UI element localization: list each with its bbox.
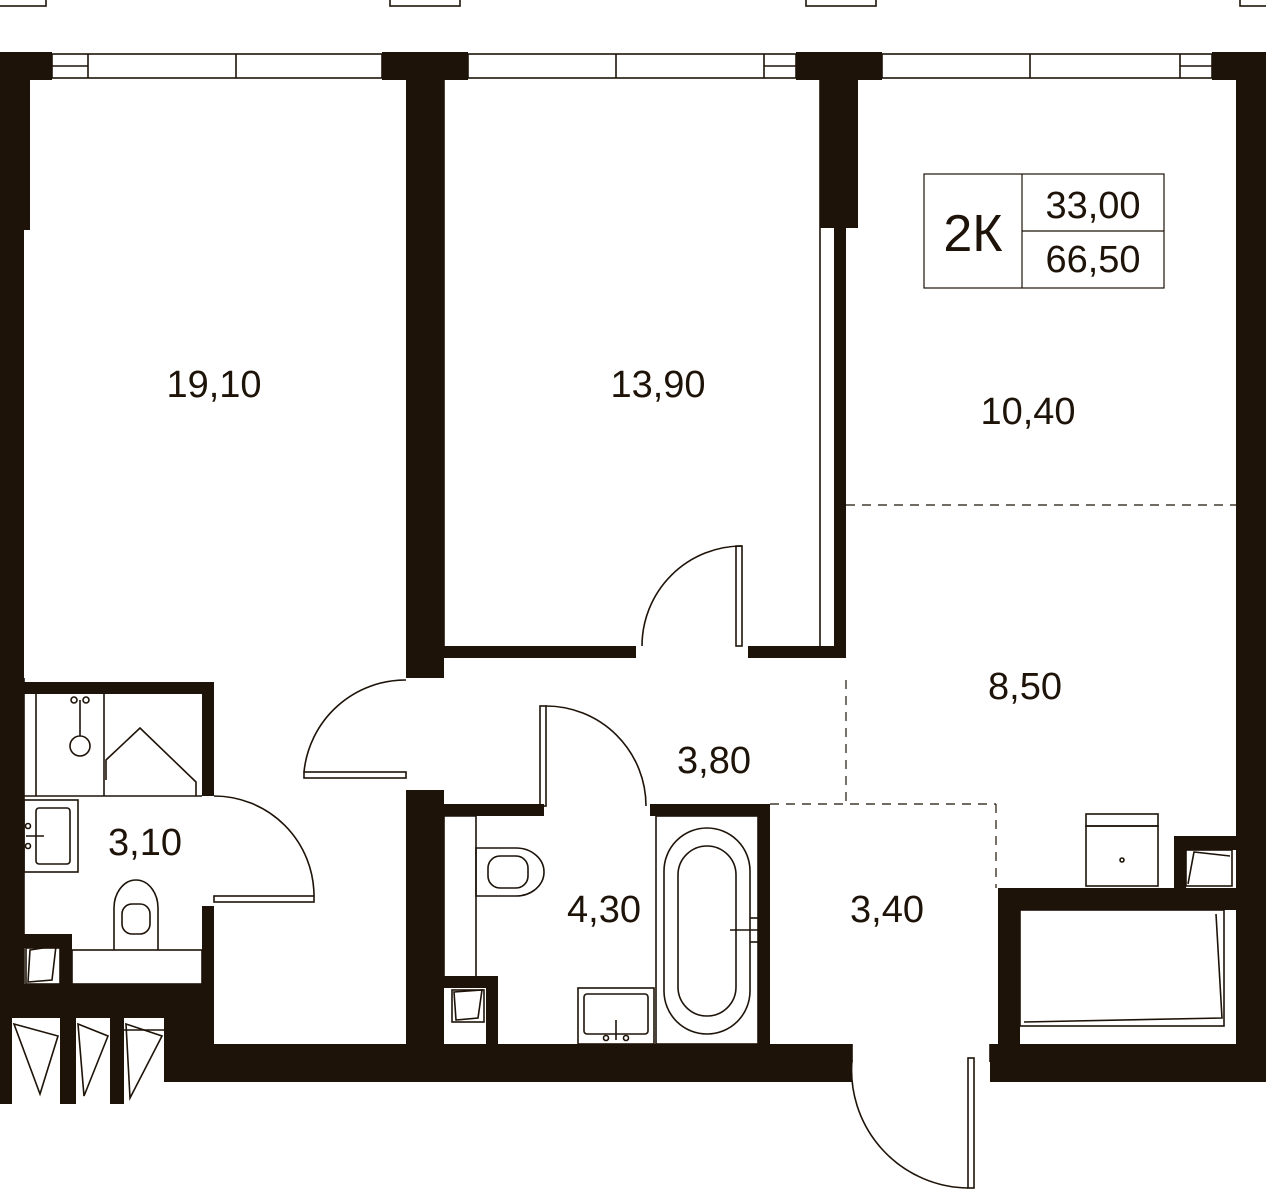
shower-cabin-icon [35,694,197,796]
room-area-hall: 3,80 [677,740,751,782]
apartment-type: 2К [943,205,1002,263]
room-area-entrance: 3,40 [850,889,924,931]
apartment-badge: 2К 33,00 66,50 [923,173,1165,289]
windows [0,0,1266,79]
bathtub-icon [655,815,759,1045]
walls [0,52,1266,1104]
balcony-icon [12,1022,164,1101]
zone-dividers [770,504,1236,888]
doors [213,545,991,1189]
room-area-bedroom-left: 19,10 [166,364,261,406]
total-area-value: 66,50 [1045,239,1140,281]
room-area-kitchen: 8,50 [988,666,1062,708]
room-area-bedroom-middle: 13,90 [610,364,705,406]
toilet-icon [475,847,545,897]
room-labels: 19,10 13,90 10,40 8,50 3,80 3,10 4,30 3,… [108,364,1076,931]
sink-icon [577,987,655,1045]
room-area-shower-room: 3,10 [108,822,182,864]
toilet-icon [71,879,203,985]
sink-icon [23,799,79,873]
room-area-living-room: 10,40 [980,391,1075,433]
appliance-icon [1085,813,1159,887]
shaft-icon [25,849,1233,1027]
room-area-bathroom: 4,30 [567,889,641,931]
living-area-value: 33,00 [1045,185,1140,227]
fixtures [12,694,1233,1101]
